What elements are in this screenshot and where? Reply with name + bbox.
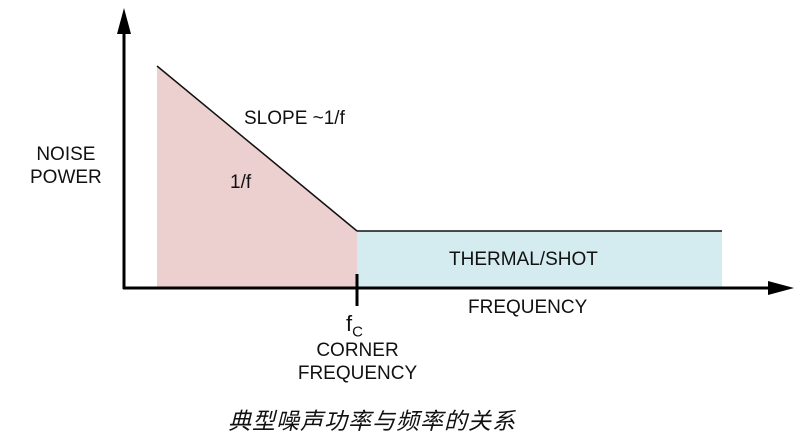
1f-noise-region [157,66,357,288]
figure-caption: 典型噪声功率与频率的关系 [228,409,516,435]
corner-symbol: fC [346,312,363,343]
x-axis-arrow-icon [768,281,794,295]
slope-label: SLOPE ~1/f [244,108,345,129]
y-axis-label: NOISE POWER [30,143,102,189]
slope-line [156,65,358,232]
1f-region-label: 1/f [230,172,252,193]
thermal-noise-region [357,231,722,288]
thermal-region-label: THERMAL/SHOT [449,249,598,270]
corner-symbol-subscript: C [352,323,363,341]
corner-label-line2: FREQUENCY [297,363,418,384]
y-axis-label-line2: POWER [30,167,102,188]
corner-label-line1: CORNER [316,340,399,361]
corner-frequency-label: CORNER FREQUENCY [285,339,430,385]
y-axis-label-line1: NOISE [36,144,96,165]
x-axis-label: FREQUENCY [468,297,588,318]
corner-symbol-f: f [346,311,353,336]
y-axis-arrow-icon [117,8,131,34]
